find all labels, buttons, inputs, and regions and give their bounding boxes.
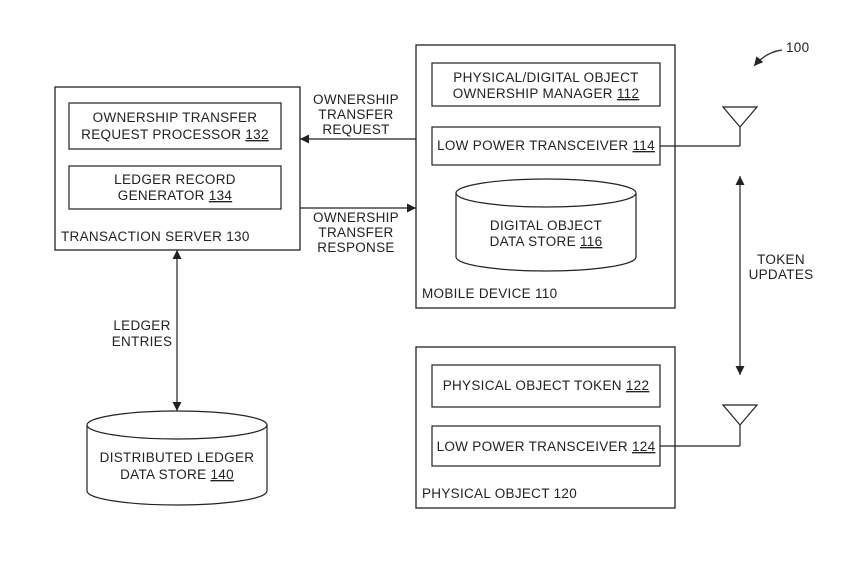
mobile-transceiver-label-group: LOW POWER TRANSCEIVER 114 [437, 138, 655, 153]
processor-line1: OWNERSHIP TRANSFER [93, 110, 258, 125]
ledger-store-line2: DATA STORE [120, 467, 206, 482]
physical-object-ref: 120 [554, 486, 577, 501]
request-label-3: REQUEST [322, 122, 389, 137]
digital-store-ref: 116 [580, 234, 602, 249]
token-label: PHYSICAL OBJECT TOKEN [443, 378, 622, 393]
mobile-device-label-group: MOBILE DEVICE 110 [422, 286, 557, 301]
physical-low-power-transceiver [431, 425, 661, 467]
token-ref: 122 [626, 378, 649, 393]
figure-ref-leader [753, 49, 783, 67]
ledger-store-cylinder-body [86, 425, 268, 506]
distributed-ledger-data-store: DISTRIBUTED LEDGER DATA STORE 140 [86, 410, 268, 506]
physical-object: PHYSICAL OBJECT TOKEN 122 LOW POWER TRAN… [415, 346, 676, 509]
transaction-server-ref: 130 [226, 229, 249, 244]
request-label-2: TRANSFER [318, 107, 393, 122]
processor-ref: 132 [245, 127, 268, 142]
ownership-manager [431, 62, 661, 107]
ledger-store-cylinder-top [86, 410, 268, 440]
generator-line1: LEDGER RECORD [114, 172, 236, 187]
response-label-2: TRANSFER [318, 225, 393, 240]
physical-object-label-group: PHYSICAL OBJECT 120 [422, 486, 577, 501]
mobile-device-ref: 110 [535, 286, 557, 301]
digital-store-line2: DATA STORE [490, 234, 576, 249]
ownership-transfer-request-processor [68, 102, 282, 150]
token-updates-label-1: TOKEN [757, 252, 805, 267]
processor-line2-group: REQUEST PROCESSOR 132 [81, 127, 269, 142]
ledger-entries-label-1: LEDGER [113, 318, 170, 333]
generator-line2-group: GENERATOR 134 [118, 188, 233, 203]
mobile-transceiver-label: LOW POWER TRANSCEIVER [437, 138, 628, 153]
physical-object-label: PHYSICAL OBJECT [422, 486, 550, 501]
ledger-store-ref: 140 [210, 467, 233, 482]
transaction-server-label-group: TRANSACTION SERVER 130 [61, 229, 250, 244]
transaction-server: OWNERSHIP TRANSFER REQUEST PROCESSOR 132… [54, 86, 301, 251]
digital-store-cylinder-top [455, 178, 637, 208]
physical-transceiver-label-group: LOW POWER TRANSCEIVER 124 [437, 439, 656, 454]
token-updates-flow: TOKEN UPDATES [735, 176, 814, 375]
physical-transceiver-ref: 124 [632, 439, 656, 454]
ledger-store-line1: DISTRIBUTED LEDGER [100, 450, 255, 465]
ledger-record-generator [68, 165, 282, 210]
physical-transceiver-label: LOW POWER TRANSCEIVER [437, 439, 628, 454]
digital-store-line2-group: DATA STORE 116 [490, 234, 603, 249]
manager-line2-group: OWNERSHIP MANAGER 112 [453, 86, 640, 101]
manager-line1: PHYSICAL/DIGITAL OBJECT [453, 70, 638, 85]
ledger-entries-flow: LEDGER ENTRIES [112, 250, 182, 411]
manager-line2: OWNERSHIP MANAGER [453, 86, 613, 101]
request-label-1: OWNERSHIP [313, 92, 399, 107]
digital-object-data-store [455, 178, 637, 272]
response-flow: OWNERSHIP TRANSFER RESPONSE [300, 203, 416, 255]
physical-object-token [431, 364, 661, 408]
transaction-server-label: TRANSACTION SERVER [61, 229, 222, 244]
response-label-1: OWNERSHIP [313, 210, 399, 225]
mobile-transceiver-ref: 114 [632, 138, 655, 153]
ledger-store-line2-group: DATA STORE 140 [120, 467, 234, 482]
mobile-device-label: MOBILE DEVICE [422, 286, 531, 301]
mobile-device: PHYSICAL/DIGITAL OBJECT OWNERSHIP MANAGE… [415, 44, 676, 309]
mobile-low-power-transceiver [431, 126, 661, 166]
mobile-antenna-icon [721, 106, 759, 128]
mobile-antenna [660, 106, 759, 147]
physical-antenna [660, 404, 759, 447]
request-flow: OWNERSHIP TRANSFER REQUEST [300, 92, 416, 144]
token-updates-label-2: UPDATES [749, 267, 814, 282]
response-label-3: RESPONSE [317, 240, 394, 255]
generator-ref: 134 [209, 188, 233, 203]
physical-antenna-icon [721, 404, 759, 426]
figure-reference: 100 [753, 40, 809, 67]
digital-store-line1: DIGITAL OBJECT [490, 218, 602, 233]
manager-ref: 112 [617, 86, 639, 101]
digital-store-cylinder-body [455, 193, 637, 272]
generator-line2: GENERATOR [118, 188, 205, 203]
processor-line2: REQUEST PROCESSOR [81, 127, 241, 142]
ledger-entries-label-2: ENTRIES [112, 334, 173, 349]
figure-ref-number: 100 [786, 40, 809, 55]
token-label-group: PHYSICAL OBJECT TOKEN 122 [443, 378, 650, 393]
